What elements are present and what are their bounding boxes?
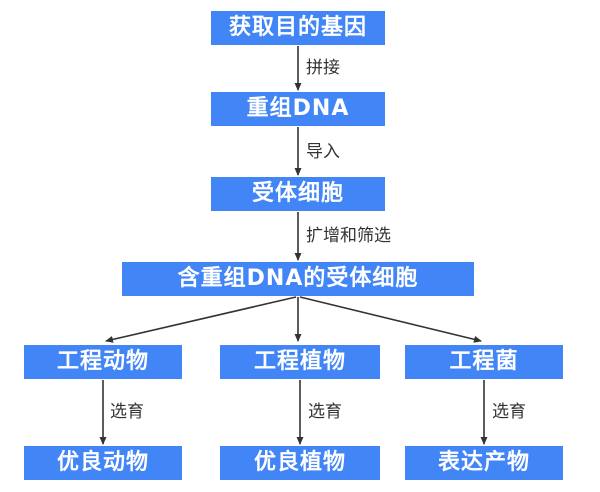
node-engineered-bacteria: 工程菌 bbox=[405, 345, 563, 379]
node-superior-animal: 优良动物 bbox=[24, 446, 182, 480]
edge-label-breed-plant: 选育 bbox=[308, 402, 342, 422]
edge-label-amplify-and-screen: 扩增和筛选 bbox=[306, 226, 391, 246]
node-receptor-cell: 受体细胞 bbox=[211, 177, 385, 211]
edge-label-introduce: 导入 bbox=[306, 142, 340, 162]
node-cell-with-recombinant-dna: 含重组DNA的受体细胞 bbox=[122, 262, 474, 296]
arrow-branch-bacteria-icon bbox=[299, 296, 482, 343]
node-superior-plant: 优良植物 bbox=[220, 446, 380, 480]
edge-label-breed-bacteria: 选育 bbox=[492, 402, 526, 422]
edge-label-splice: 拼接 bbox=[306, 58, 340, 78]
node-obtain-gene: 获取目的基因 bbox=[211, 11, 385, 45]
node-recombinant-dna: 重组DNA bbox=[211, 92, 385, 126]
edge-label-breed-animal: 选育 bbox=[110, 402, 144, 422]
node-engineered-animal: 工程动物 bbox=[24, 345, 182, 379]
arrow-branch-animal-icon bbox=[105, 296, 297, 343]
node-expression-product: 表达产物 bbox=[405, 446, 563, 480]
node-engineered-plant: 工程植物 bbox=[220, 345, 380, 379]
